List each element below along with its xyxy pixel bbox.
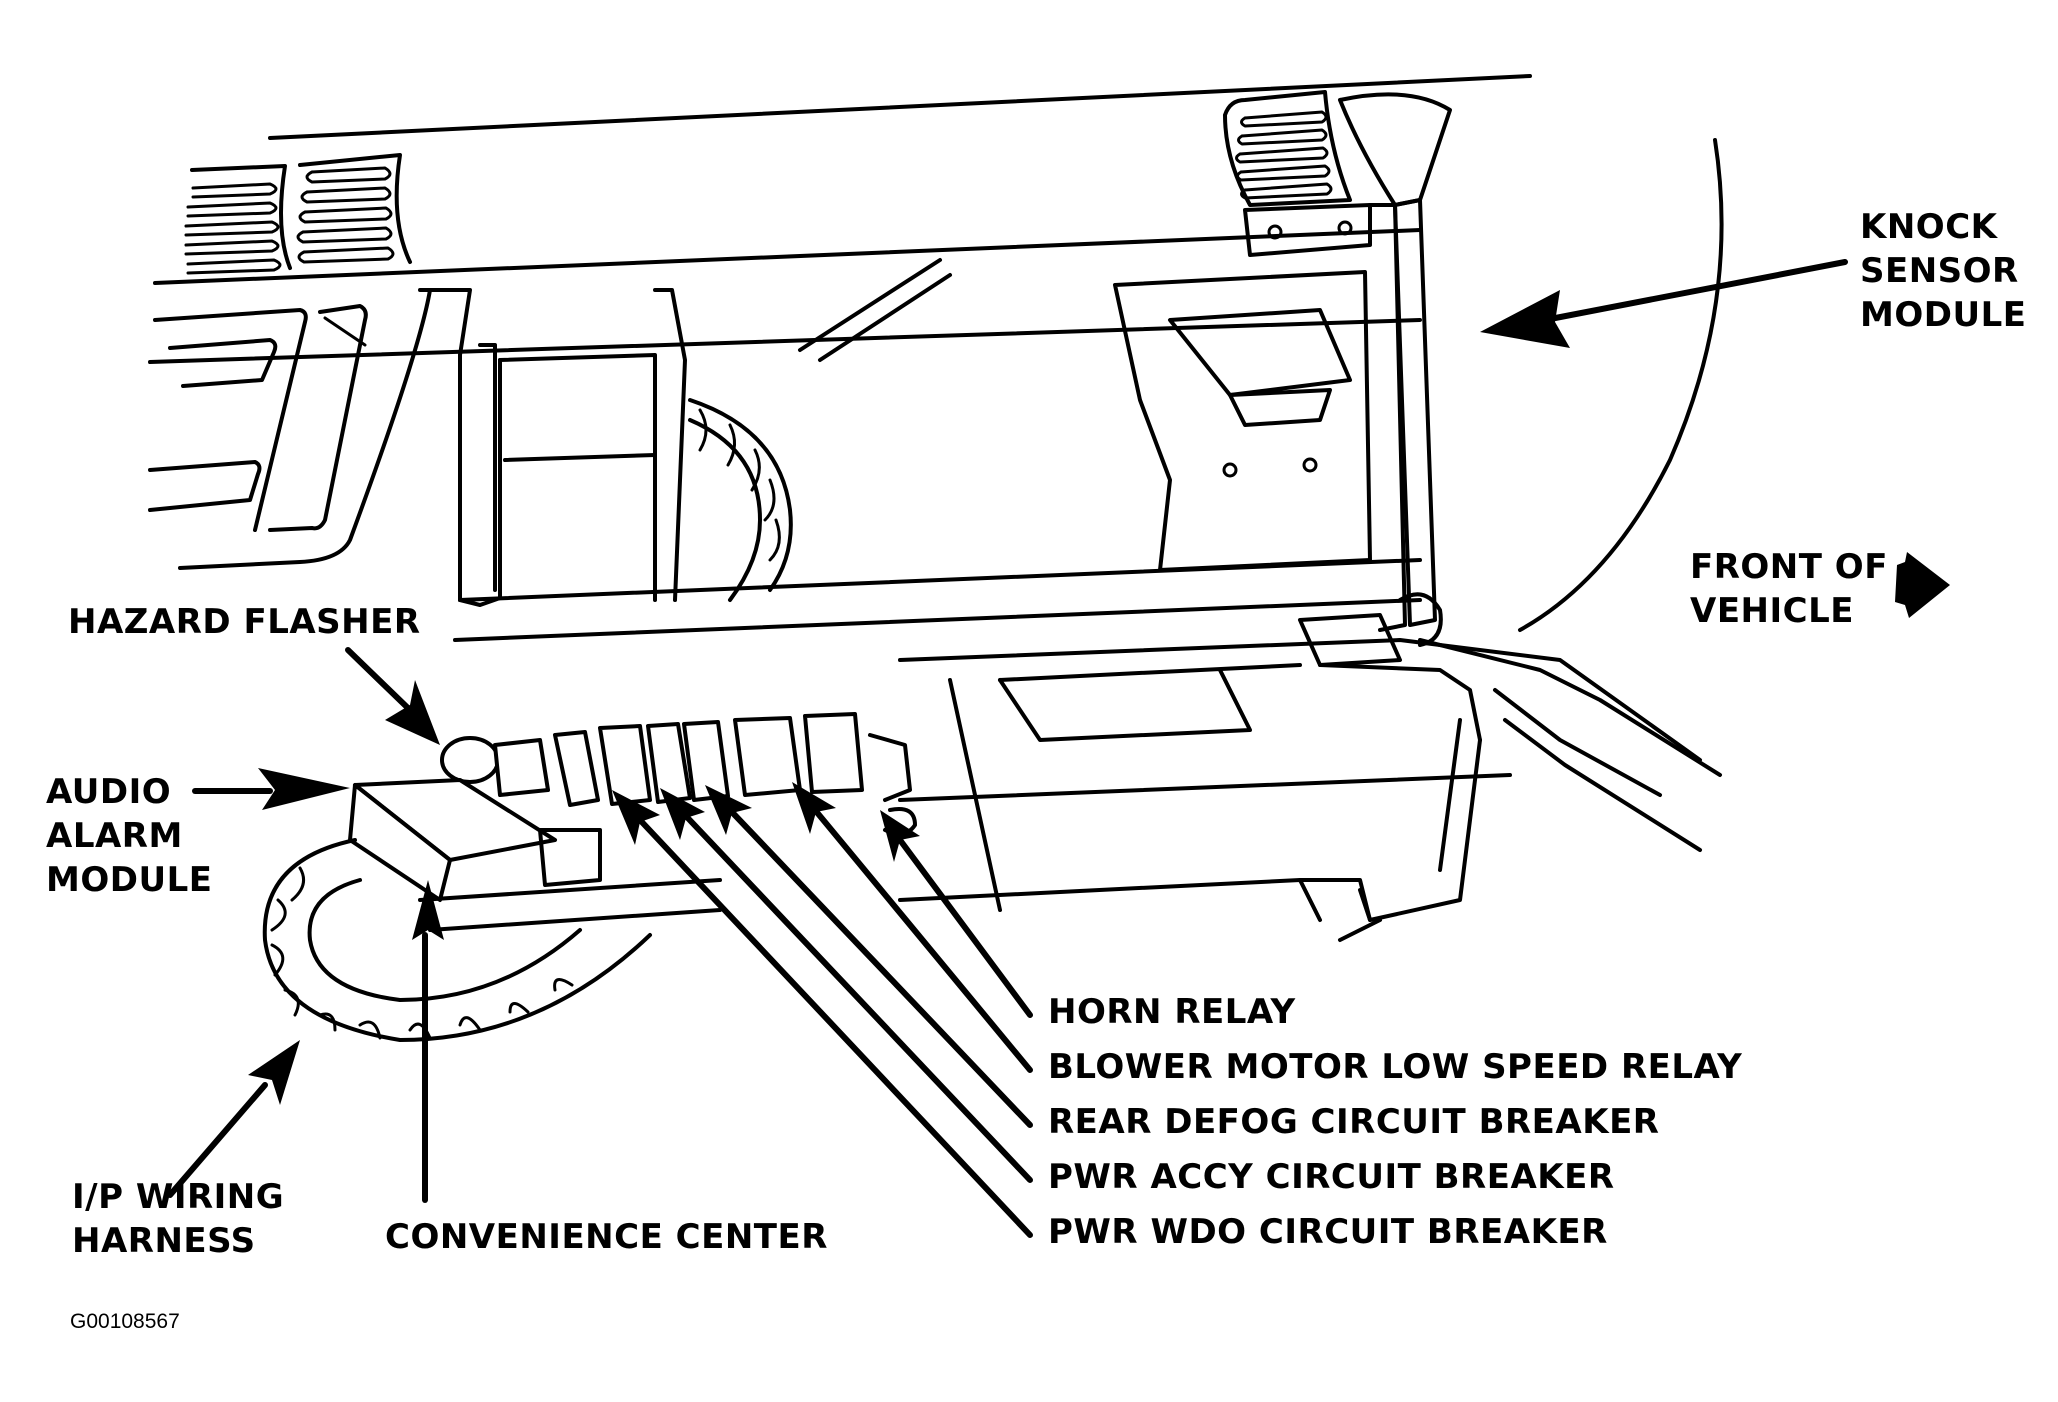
hazard-flasher-part — [440, 736, 500, 784]
leader-horn-relay — [897, 837, 1033, 1018]
leader-pwr-accy — [682, 812, 1033, 1183]
label-line: KNOCK — [1860, 207, 1998, 247]
relay-2 — [646, 722, 692, 804]
blower-motor-relay-label: BLOWER MOTOR LOW SPEED RELAY — [1048, 1047, 1743, 1087]
audio-alarm-arrow — [192, 768, 350, 810]
knock-sensor-arrow — [1480, 259, 1848, 348]
label-line: AUDIO — [46, 772, 172, 812]
knock-sensor-module-label: KNOCK SENSOR MODULE — [1860, 205, 2026, 337]
relay-5 — [803, 712, 864, 794]
center-frame — [418, 288, 1422, 642]
audio-alarm-module-label: AUDIO ALARM MODULE — [46, 770, 212, 902]
ip-wiring-harness-part — [262, 838, 652, 1042]
label-line: VEHICLE — [1690, 591, 1854, 631]
lower-housing — [898, 613, 1722, 942]
label-line: I/P WIRING — [72, 1177, 285, 1217]
relay-3 — [682, 720, 730, 802]
horn-relay-label: HORN RELAY — [1048, 992, 1296, 1032]
convenience-center-arrow — [412, 880, 444, 1203]
label-line: SENSOR — [1860, 251, 2019, 291]
convenience-center-components: HORN RELAY BLOWER MOTOR LOW SPEED RELAY … — [1048, 985, 1742, 1260]
hazard-flasher-arrow — [345, 647, 440, 745]
rear-defog-breaker-label: REAR DEFOG CIRCUIT BREAKER — [1048, 1102, 1660, 1142]
pwr-wdo-breaker-label: PWR WDO CIRCUIT BREAKER — [1048, 1212, 1608, 1252]
label-line: HARNESS — [72, 1221, 256, 1261]
relay-4 — [733, 716, 802, 797]
hazard-flasher-label: HAZARD FLASHER — [68, 602, 421, 642]
left-air-vent — [184, 153, 412, 275]
convenience-center-label: CONVENIENCE CENTER — [385, 1217, 828, 1257]
front-of-vehicle-label: FRONT OF VEHICLE — [1690, 545, 1888, 633]
label-line: ALARM — [46, 816, 183, 856]
relay-1 — [598, 724, 652, 806]
pwr-accy-breaker-label: PWR ACCY CIRCUIT BREAKER — [1048, 1157, 1615, 1197]
label-line: MODULE — [46, 860, 213, 900]
right-air-vent — [1223, 90, 1452, 207]
ip-wiring-harness-label: I/P WIRING HARNESS — [72, 1175, 284, 1263]
right-arrow-icon — [1895, 552, 1950, 618]
label-line: FRONT OF — [1690, 547, 1888, 587]
dash-top-outline — [148, 74, 1532, 364]
knock-sensor-bracket — [1113, 198, 1443, 647]
leader-pwr-wdo — [637, 817, 1033, 1238]
component-leaders — [612, 782, 1033, 1238]
leader-rear-defog — [727, 807, 1033, 1128]
ip-harness-arrow — [167, 1040, 300, 1198]
convenience-center-strip — [440, 712, 917, 836]
left-dash-panel — [148, 288, 432, 570]
audio-alarm-module-part — [348, 778, 722, 932]
leader-blower-relay — [812, 807, 1033, 1073]
label-line: MODULE — [1860, 295, 2027, 335]
dash-right-curve — [1518, 138, 1724, 632]
harness-loop-upper — [688, 258, 952, 602]
figure-id: G00108567 — [70, 1310, 180, 1333]
